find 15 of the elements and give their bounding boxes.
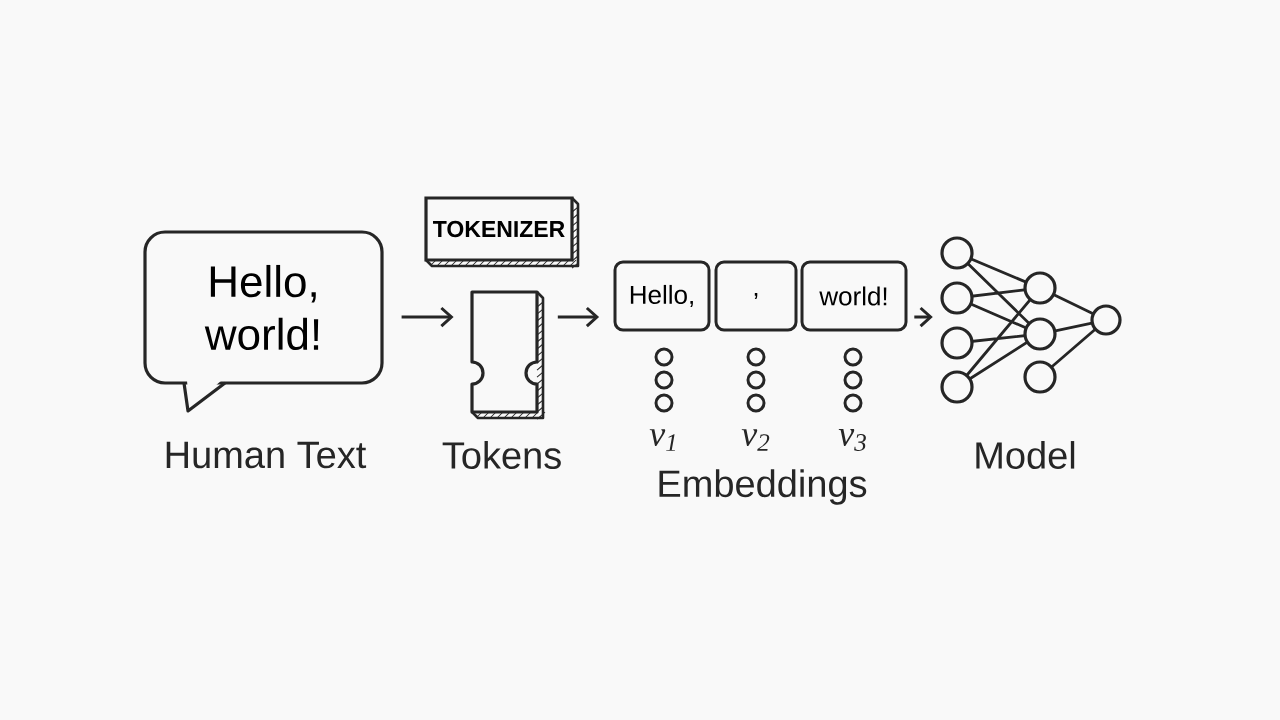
arrow [557, 306, 600, 328]
tokenizer-box: TOKENIZER [424, 196, 580, 269]
group-label: Embeddings [659, 469, 867, 505]
node-label: Model [976, 441, 1075, 469]
token-box: world! [800, 260, 908, 332]
token-block [470, 290, 546, 420]
token-box: Hello, [613, 260, 711, 332]
speech-bubble: Hello, world! [143, 230, 384, 413]
token-box: , [714, 260, 798, 332]
node-label: Tokens [442, 441, 561, 469]
vector-label: v$_{2}$ [741, 429, 770, 451]
node-label: Human Text [166, 441, 367, 469]
vector-label: v$_{3}$ [838, 429, 866, 451]
arrow [401, 306, 454, 328]
vector-label: v$_{1}$ [649, 429, 676, 451]
